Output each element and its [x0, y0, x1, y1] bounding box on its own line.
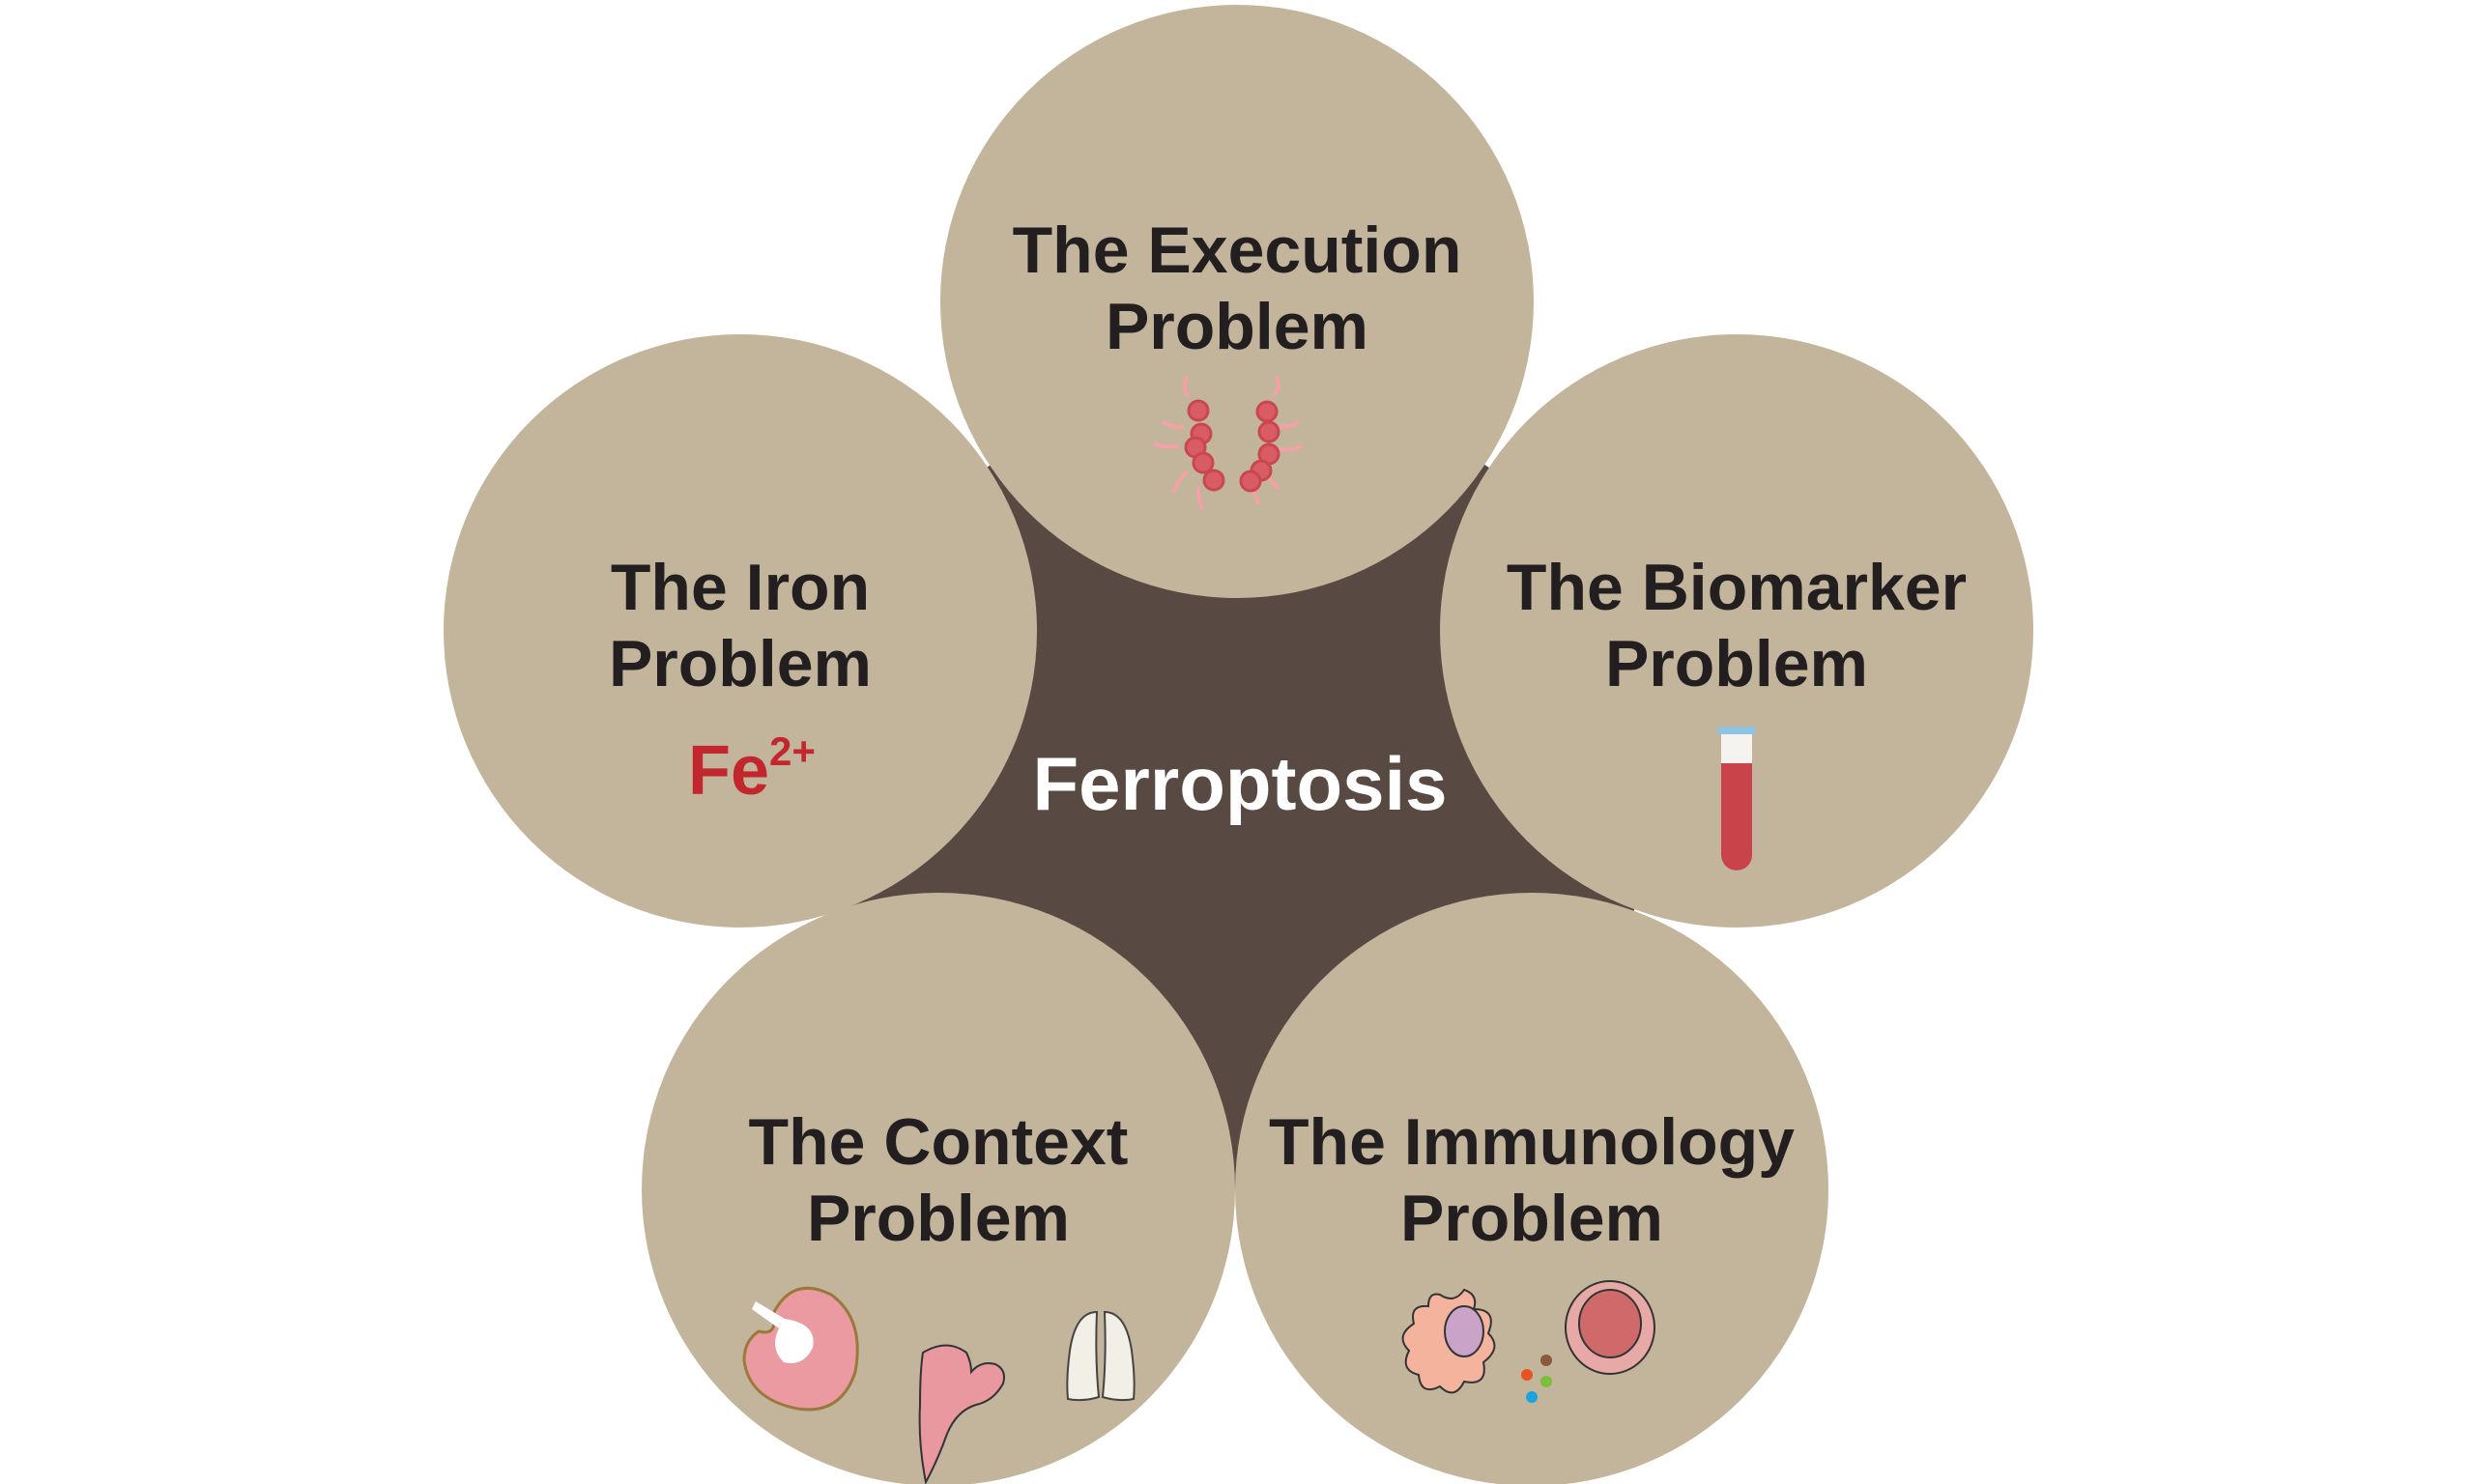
lipid-membrane-icon	[1152, 375, 1305, 511]
blood-test-tube-icon	[1717, 727, 1756, 870]
context-title-line2: Problem	[807, 1182, 1070, 1255]
immunology-problem-node: The Immunology Problem	[1235, 893, 1828, 1484]
execution-title-line2: Problem	[1106, 290, 1368, 363]
iron-problem-node: The Iron Problem Fe2+	[444, 334, 1037, 928]
macrophage-icon	[1401, 1288, 1496, 1394]
biomarker-title-line2: Problem	[1605, 627, 1868, 700]
iron-title-line2: Problem	[609, 627, 872, 700]
biomarker-problem-node: The Biomarker Problem	[1440, 334, 2033, 928]
context-problem-node: The Context Problem	[642, 893, 1235, 1484]
iron-title-line1: The Iron	[611, 551, 870, 624]
execution-problem-node: The Execution Problem	[940, 5, 1534, 598]
immunology-title-line2: Problem	[1400, 1182, 1663, 1255]
center-label: Ferroptosis	[1032, 741, 1447, 826]
liver-icon	[918, 1344, 1005, 1484]
cytokines-icon	[1521, 1355, 1552, 1403]
execution-title-line1: The Execution	[1013, 214, 1462, 287]
iron-ion-icon: Fe2+	[688, 728, 816, 810]
context-title-line1: The Context	[749, 1105, 1129, 1179]
lymphocyte-icon	[1565, 1280, 1655, 1375]
immunology-title-line1: The Immunology	[1269, 1105, 1795, 1179]
lungs-icon	[1066, 1310, 1136, 1402]
biomarker-title-line1: The Biomarker	[1507, 551, 1967, 624]
kidney-icon	[742, 1286, 859, 1412]
